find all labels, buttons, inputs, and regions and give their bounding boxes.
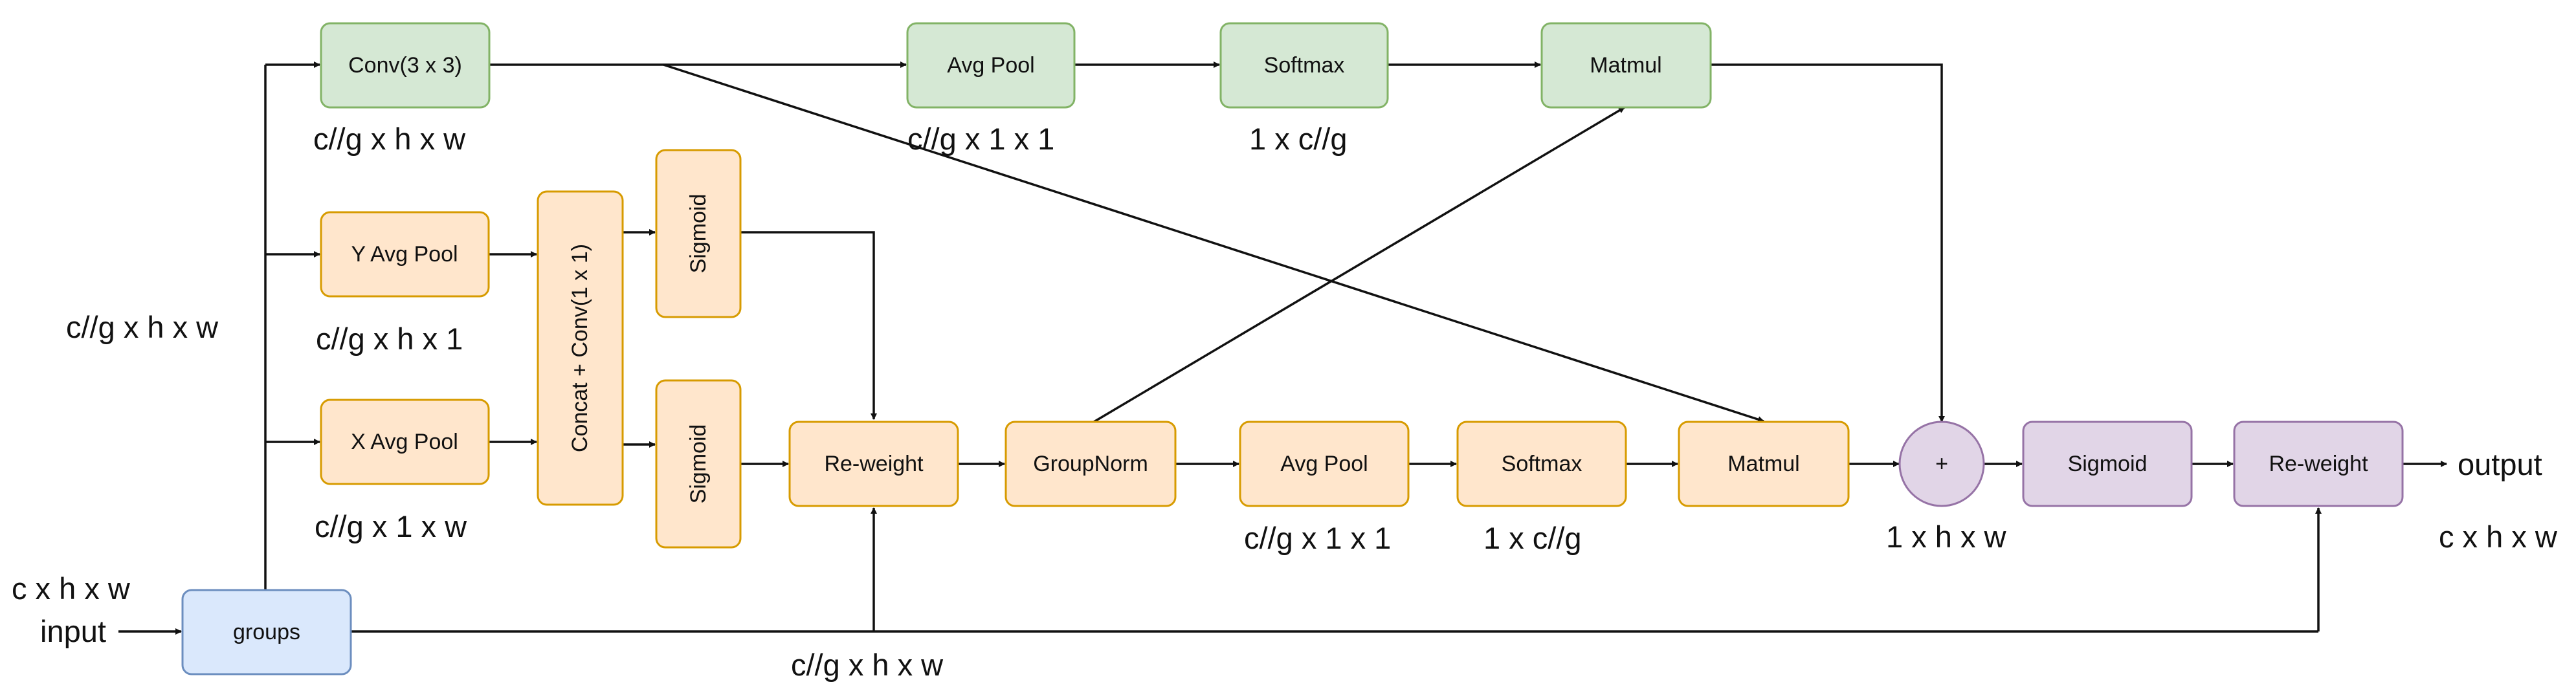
- label-output-shape: c x h x w: [2439, 520, 2558, 554]
- svg-text:Re-weight: Re-weight: [2269, 452, 2368, 476]
- shape-labels: c x h x w input c//g x h x w c//g x h x …: [12, 122, 2558, 682]
- node-reweight-mid: Re-weight: [788, 421, 959, 507]
- node-conv3x3: Conv(3 x 3): [320, 22, 491, 109]
- label-x-pool-shape: c//g x 1 x w: [315, 509, 467, 543]
- svg-text:Matmul: Matmul: [1727, 452, 1799, 476]
- node-y-avg-pool: Y Avg Pool: [320, 211, 490, 298]
- edge-groupnorm-matmul-top: [1093, 106, 1625, 423]
- edge-conv-matmul-mid: [663, 63, 1764, 422]
- label-input-shape: c x h x w: [12, 571, 131, 606]
- label-softmax-mid-shape: 1 x c//g: [1483, 521, 1582, 555]
- label-plus-shape: 1 x h x w: [1886, 520, 2007, 554]
- node-matmul-top: Matmul: [1540, 22, 1712, 109]
- svg-text:X Avg Pool: X Avg Pool: [351, 430, 458, 454]
- edge-sigmoid-top-reweight: [740, 231, 877, 420]
- svg-text:Sigmoid: Sigmoid: [686, 194, 711, 274]
- label-bottom-shape: c//g x h x w: [791, 648, 944, 682]
- connections: [118, 61, 2447, 635]
- node-reweight-out: Re-weight: [2233, 421, 2404, 507]
- node-softmax-mid: Softmax: [1456, 421, 1627, 507]
- svg-text:+: +: [1935, 452, 1948, 476]
- svg-text:Y Avg Pool: Y Avg Pool: [351, 242, 458, 267]
- svg-text:Softmax: Softmax: [1502, 452, 1582, 476]
- edge-matmul-top-plus: [1711, 63, 1945, 422]
- svg-text:Sigmoid: Sigmoid: [686, 424, 711, 504]
- node-sigmoid-top: Sigmoid: [655, 149, 742, 318]
- svg-text:Matmul: Matmul: [1590, 53, 1661, 78]
- svg-text:Re-weight: Re-weight: [824, 452, 924, 476]
- node-sigmoid-out: Sigmoid: [2022, 421, 2193, 507]
- node-softmax-top: Softmax: [1219, 22, 1389, 109]
- svg-text:Sigmoid: Sigmoid: [2068, 452, 2148, 476]
- svg-text:Conv(3 x 3): Conv(3 x 3): [348, 53, 462, 78]
- node-avg-pool-top: Avg Pool: [906, 22, 1076, 109]
- svg-text:Concat + Conv(1 x 1): Concat + Conv(1 x 1): [568, 244, 592, 452]
- node-sigmoid-bottom: Sigmoid: [655, 379, 742, 549]
- label-y-pool-shape: c//g x h x 1: [316, 322, 463, 356]
- svg-text:GroupNorm: GroupNorm: [1033, 452, 1148, 476]
- label-conv-shape: c//g x h x w: [313, 122, 466, 156]
- svg-text:Softmax: Softmax: [1264, 53, 1345, 78]
- node-x-avg-pool: X Avg Pool: [320, 399, 490, 485]
- label-input: input: [40, 614, 106, 648]
- node-matmul-mid: Matmul: [1678, 421, 1850, 507]
- label-avg-pool-top-shape: c//g x 1 x 1: [907, 122, 1054, 156]
- node-plus: +: [1898, 421, 1985, 507]
- label-group-shape: c//g x h x w: [66, 310, 219, 344]
- label-softmax-top-shape: 1 x c//g: [1249, 122, 1348, 156]
- node-concat-conv: Concat + Conv(1 x 1): [537, 190, 624, 506]
- node-groupnorm: GroupNorm: [1005, 421, 1177, 507]
- svg-text:groups: groups: [233, 620, 300, 644]
- label-avg-pool-mid-shape: c//g x 1 x 1: [1244, 521, 1391, 555]
- svg-text:Avg Pool: Avg Pool: [947, 53, 1034, 78]
- node-groups: groups: [181, 589, 352, 675]
- node-avg-pool-mid: Avg Pool: [1239, 421, 1410, 507]
- svg-text:Avg Pool: Avg Pool: [1280, 452, 1368, 476]
- label-output: output: [2458, 447, 2542, 481]
